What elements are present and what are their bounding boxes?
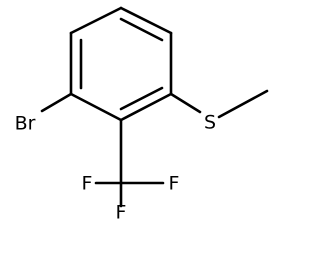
bond-sulfur-to-methyl xyxy=(217,89,269,119)
chemical-structure-diagram: Br S F F F xyxy=(15,6,269,224)
ring-double-bond-bottom-right xyxy=(119,86,164,111)
bromine-atom-label: Br xyxy=(15,113,36,135)
sulfur-atom-label: S xyxy=(204,112,216,134)
benzene-ring xyxy=(69,6,173,122)
bond-ring-to-bromine xyxy=(40,92,73,113)
fluorine-bottom-atom-label: F xyxy=(116,202,127,224)
ring-bond-top-right xyxy=(119,6,173,35)
ring-bond-bottom-right xyxy=(119,92,173,122)
fluorine-right-atom-label: F xyxy=(169,173,180,195)
ring-bond-top-left xyxy=(69,6,123,35)
ring-double-bond-top-right xyxy=(119,17,164,42)
ring-bond-bottom-left xyxy=(69,92,123,122)
bond-ring-to-sulfur xyxy=(169,92,202,114)
fluorine-left-atom-label: F xyxy=(82,173,93,195)
